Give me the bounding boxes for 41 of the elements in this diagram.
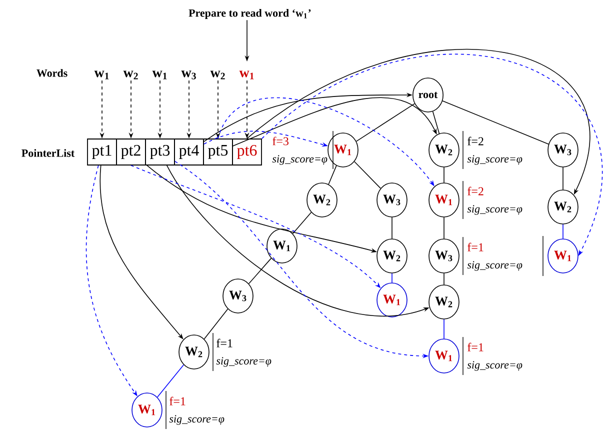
frequency-label: f=1: [468, 342, 484, 352]
word-text: w$_{3}$: [181, 70, 196, 80]
score-label: sig_score=φ: [216, 357, 272, 367]
word-text: w$_{1}$: [94, 70, 109, 80]
frequency-label: f=1: [468, 242, 484, 252]
score-label: sig_score=φ: [467, 261, 522, 271]
frequency-label: f=1: [170, 396, 186, 406]
frequency-label: f=1: [216, 338, 232, 348]
tree-edge: [356, 103, 415, 142]
frequency-label: f=2: [468, 136, 484, 146]
tree-edge: [562, 166, 564, 190]
row-label: Words: [36, 69, 68, 77]
frequency-label: f=3: [272, 136, 288, 146]
score-label: sig_score=φ: [169, 415, 224, 425]
score-label: sig_score=φ: [272, 155, 328, 165]
arrow: [232, 97, 437, 146]
tree-edge: [442, 100, 549, 144]
word-text: w$_{2}$: [210, 70, 225, 80]
pointer-cell: pt4: [174, 138, 204, 166]
pointer-cell: pt6: [232, 138, 262, 166]
heading-text: Prepare to read word ‘w$_{1}$’: [188, 9, 311, 19]
word-text: w$_{1}$: [239, 70, 254, 80]
pointer-cell: pt2: [116, 138, 146, 166]
pointer-cell: pt1: [87, 138, 117, 166]
tree-edge: [248, 258, 272, 284]
tree-edge: [157, 364, 184, 398]
tree-edge: [204, 308, 228, 340]
score-label: sig_score=φ: [467, 361, 522, 371]
pointer-cell: pt5: [203, 138, 233, 166]
word-text: w$_{1}$: [152, 70, 167, 80]
frequency-label: f=2: [468, 186, 484, 196]
tree-edge: [562, 224, 564, 239]
row-label: PointerList: [22, 149, 75, 157]
tree-edge: [328, 165, 337, 185]
tree-edge: [354, 161, 381, 189]
word-text: w$_{2}$: [123, 70, 138, 80]
pointer-cell: pt3: [145, 138, 175, 166]
score-label: sig_score=φ: [467, 205, 522, 215]
tree-edge: [432, 111, 440, 134]
score-label: sig_score=φ: [467, 155, 522, 165]
tree-edge: [292, 212, 312, 234]
